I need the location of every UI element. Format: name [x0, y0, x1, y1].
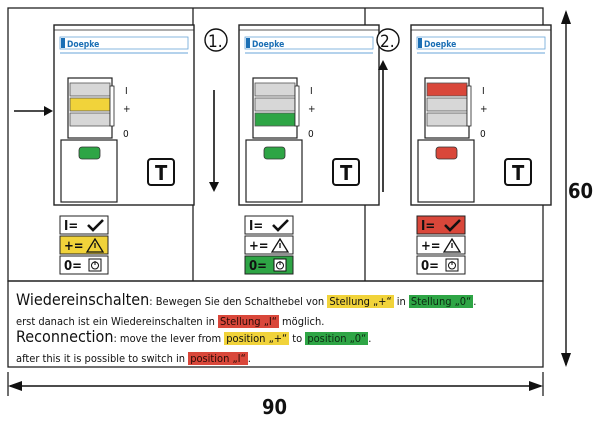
check-icon	[87, 219, 104, 232]
legend-label: I=	[249, 219, 263, 234]
legend-label: +=	[249, 239, 269, 254]
height-arrow-bottom-icon	[561, 353, 571, 367]
lever-mark-one: I	[125, 86, 128, 97]
test-button-label: T	[512, 161, 525, 185]
arrow-down-icon	[209, 182, 219, 192]
arrow-right-icon	[44, 106, 53, 116]
german-highlight-one: Stellung „I“	[218, 315, 279, 328]
english-line1-pre: : move the lever from	[113, 332, 225, 345]
lever-mark-zero: 0	[123, 129, 129, 140]
lever-mark-plus: +	[308, 104, 316, 115]
lever-slot-plus	[254, 97, 296, 112]
english-line1-mid: to	[289, 332, 306, 345]
lever-mark-zero: 0	[480, 129, 486, 140]
brand-logo: Doepke	[424, 40, 456, 50]
test-button-label: T	[155, 161, 168, 185]
legend-label: +=	[64, 239, 84, 254]
english-highlight-zero: position „0“	[305, 332, 369, 345]
english-line2-end: .	[247, 352, 251, 365]
english-line2-pre: after this it is possible to switch in	[16, 352, 189, 365]
lever-mark-zero: 0	[308, 129, 314, 140]
german-line2-pre: erst danach ist ein Wiedereinschalten in	[16, 315, 218, 328]
legend-row	[59, 215, 109, 235]
arrow-up-icon	[378, 60, 388, 70]
test-button	[504, 158, 532, 186]
legend-row	[244, 215, 294, 235]
lever-rail	[109, 85, 115, 127]
warning-icon	[85, 237, 105, 253]
german-heading: Wiedereinschalten	[16, 290, 150, 309]
legend-row	[416, 215, 466, 235]
panel-3	[376, 24, 552, 275]
lever-slot-zero	[254, 112, 296, 127]
warning-icon	[442, 237, 462, 253]
status-indicator	[78, 146, 101, 160]
brand-logo: Doepke	[252, 40, 284, 50]
warning-icon	[270, 237, 290, 253]
german-line2-end: möglich.	[278, 315, 325, 328]
german-line1-pre: : Bewegen Sie den Schalthebel von	[149, 295, 328, 308]
german-instructions: Wiedereinschalten: Bewegen Sie den Schal…	[16, 290, 540, 329]
lever-mark-plus: +	[123, 104, 131, 115]
legend-label: +=	[421, 239, 441, 254]
width-dimension-label: 90	[262, 395, 287, 419]
brand-logo-mark	[418, 38, 422, 48]
height-arrow-top-icon	[561, 10, 571, 24]
status-indicator	[263, 146, 286, 160]
status-indicator	[435, 146, 458, 160]
panel-2	[204, 24, 380, 275]
brand-logo: Doepke	[67, 40, 99, 50]
width-arrow-right-icon	[529, 381, 543, 391]
test-button	[147, 158, 175, 186]
english-highlight-plus: position „+“	[224, 332, 290, 345]
step-circle	[376, 28, 400, 52]
german-line1-end: .	[473, 295, 477, 308]
lever-slot-zero	[69, 112, 111, 127]
english-line1-end: .	[368, 332, 372, 345]
step-circle	[204, 28, 228, 52]
lever-mark-one: I	[482, 86, 485, 97]
english-heading: Reconnection	[16, 327, 114, 346]
brand-plate	[244, 36, 374, 50]
lever-rail	[294, 85, 300, 127]
legend-label: I=	[64, 219, 78, 234]
brand-plate	[416, 36, 546, 50]
brand-logo-mark	[61, 38, 65, 48]
width-arrow-left-icon	[8, 381, 22, 391]
lever-rail	[466, 85, 472, 127]
lever-mark-plus: +	[480, 104, 488, 115]
height-dimension-label: 60	[568, 179, 593, 203]
english-instructions: Reconnection: move the lever from positi…	[16, 327, 540, 366]
brand-plate	[59, 36, 189, 50]
legend-label: 0=	[421, 259, 439, 274]
lever-mark-one: I	[310, 86, 313, 97]
check-icon	[444, 219, 461, 232]
panel-1	[14, 24, 195, 275]
test-button	[332, 158, 360, 186]
legend-label: I=	[421, 219, 435, 234]
lever-slot-plus	[426, 97, 468, 112]
text-frame	[7, 280, 544, 368]
english-highlight-one: position „I“	[188, 352, 248, 365]
step-number: 1.	[208, 32, 223, 52]
lever-slot-one	[69, 82, 111, 97]
german-highlight-plus: Stellung „+“	[327, 295, 394, 308]
lever-slot-one	[426, 82, 468, 97]
legend-label: 0=	[64, 259, 82, 274]
german-highlight-zero: Stellung „0“	[408, 295, 474, 308]
check-icon	[272, 219, 289, 232]
lever-slot-zero	[426, 112, 468, 127]
lever-slot-one	[254, 82, 296, 97]
legend-label: 0=	[249, 259, 267, 274]
german-line1-mid: in	[393, 295, 409, 308]
test-button-label: T	[340, 161, 353, 185]
lever-slot-plus	[69, 97, 111, 112]
step-number: 2.	[380, 32, 395, 52]
brand-logo-mark	[246, 38, 250, 48]
